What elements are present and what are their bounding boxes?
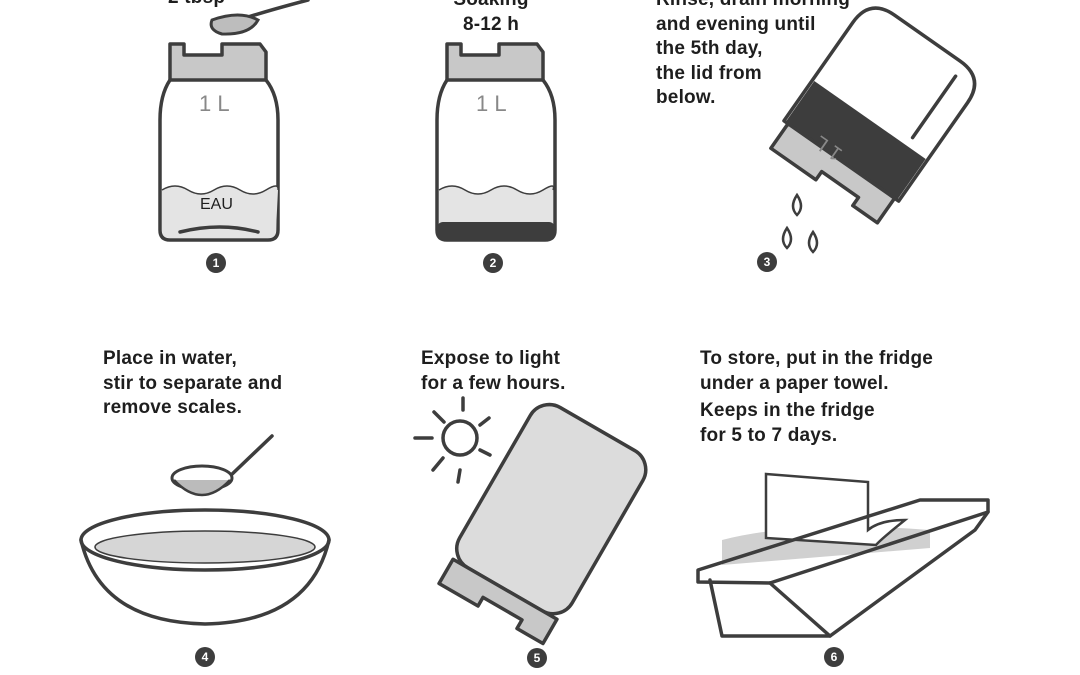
step-6-text: To store, put in the fridge under a pape… [700,347,933,448]
step-5-line: for a few hours. [421,372,566,394]
jar-capacity-label: 1 L [476,91,507,116]
step-3-line: the lid from [656,62,762,84]
water-label: EAU [200,196,233,213]
step-6-line: Keeps in the fridge [700,400,875,421]
step-1-line: 2 tbsp [168,0,225,11]
draining-jar-icon [769,6,977,225]
step-3-line: Rinse, drain morning [656,0,850,13]
step-2-text: Soaking 8-12 h [450,0,532,37]
step-4-text: Place in water, stir to separate and rem… [103,347,282,421]
step-6-line: To store, put in the fridge [700,348,934,369]
step-3-text: Rinse, drain morning and evening until t… [656,0,850,111]
step-6-badge: 6 [824,647,844,667]
bowl-with-strainer-icon [79,434,331,626]
sprouts-jar-icon [437,402,648,646]
step-2-line: 8-12 h [462,13,520,35]
sun-icon [413,396,492,484]
step-5-text: Expose to light for a few hours. [421,347,566,396]
step-6-line: under a paper towel. [700,372,889,394]
water-drops-icon [781,192,819,254]
step-3-line: and evening until [656,13,816,35]
step-5-line: Expose to light [421,348,561,369]
step-3-badge: 3 [757,252,777,272]
soaking-jar-icon [435,42,557,242]
jar-capacity-label: 1 L [199,91,230,116]
step-4-badge: 4 [195,647,215,667]
step-1-text: 2 tbsp [168,0,225,11]
storage-tray-icon [696,472,990,638]
jar-with-water-icon [158,0,310,242]
step-4-line: Place in water, [103,348,237,369]
step-4-line: stir to separate and [103,372,283,394]
step-3-line: below. [656,87,716,108]
step-2-line: Soaking [450,0,532,13]
step-3-line: the 5th day, [656,38,763,59]
step-1-badge: 1 [206,253,226,273]
step-6-line: for 5 to 7 days. [700,424,838,446]
step-2-badge: 2 [483,253,503,273]
step-5-badge: 5 [527,648,547,668]
step-4-line: remove scales. [103,397,243,418]
